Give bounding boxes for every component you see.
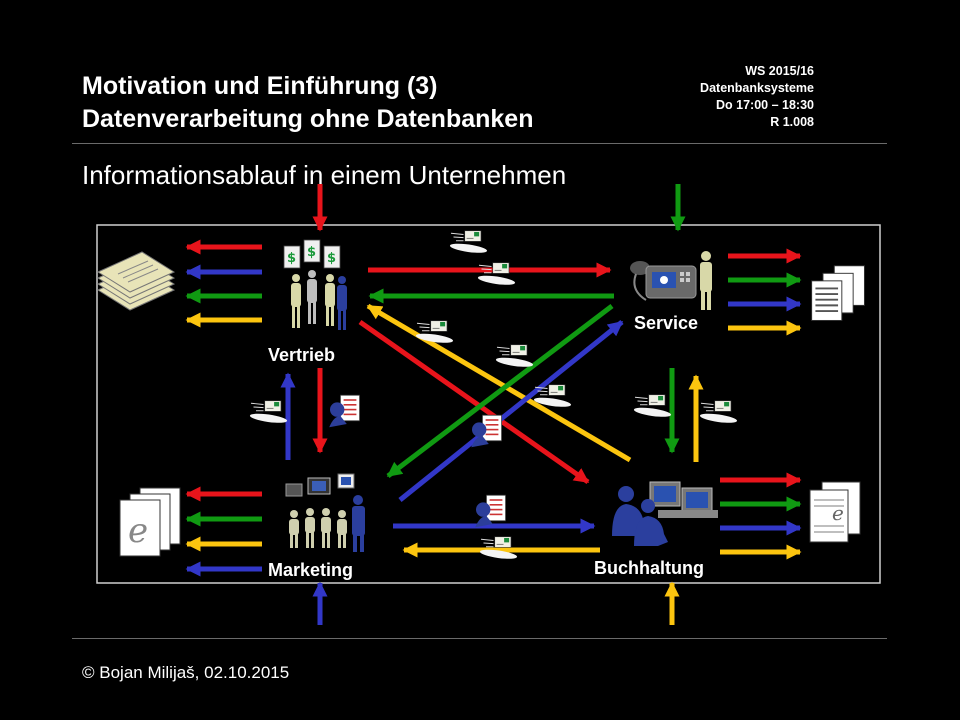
external-input-arrows [312,184,686,625]
footer-copyright: © Bojan Milijaš, 02.10.2015 [82,663,290,682]
footer-divider [72,638,887,639]
report-icon [474,494,507,529]
service-output-arrows [728,248,802,336]
header-divider [72,143,887,144]
dept-label-vertrieb: Vertrieb [268,345,335,365]
letter-icon [476,262,517,288]
course-time: Do 17:00 – 18:30 [716,98,814,112]
paper-stack-icon [96,251,176,311]
marketing-group-icon [285,473,365,552]
letter-icon [248,400,289,426]
e-document-icon: e [809,481,861,543]
documents-icon [810,264,866,322]
e-document-icon: e [119,487,181,557]
marketing-output-arrows [185,486,262,577]
course-name: Datenbanksysteme [700,81,814,95]
course-room: R 1.008 [770,115,814,129]
vertrieb-output-arrows [185,239,262,328]
sales-people-icon: $ $ $ [283,239,347,330]
slide-title: Motivation und Einführung (3) Datenverar… [82,70,533,136]
course-term: WS 2015/16 [745,64,814,78]
course-info: WS 2015/16 Datenbanksysteme Do 17:00 – 1… [700,63,814,131]
letter-icon [494,344,535,370]
svg-text:$: $ [307,245,316,260]
letter-icon [414,320,455,346]
letter-icon [448,230,489,256]
buchhaltung-output-arrows [720,472,802,560]
dept-label-buchhaltung: Buchhaltung [594,558,704,578]
svg-text:e: e [128,511,148,551]
report-icon [328,394,361,429]
letter-icon [632,394,673,420]
svg-text:$: $ [327,251,336,266]
slide-subtitle: Informationsablauf in einem Unternehmen [82,160,567,190]
service-agent-icon [630,251,712,310]
svg-text:$: $ [287,251,296,266]
dept-label-marketing: Marketing [268,560,353,580]
letter-icon [698,400,739,426]
svg-text:e: e [832,501,844,525]
report-icon [470,414,503,449]
diagram-frame [96,224,881,584]
dept-label-service: Service [634,313,698,333]
accounting-workers-icon [612,481,718,546]
internal-flow-arrows [280,262,704,558]
title-line-1: Motivation und Einführung (3) [82,72,438,100]
title-line-2: Datenverarbeitung ohne Datenbanken [82,105,534,133]
